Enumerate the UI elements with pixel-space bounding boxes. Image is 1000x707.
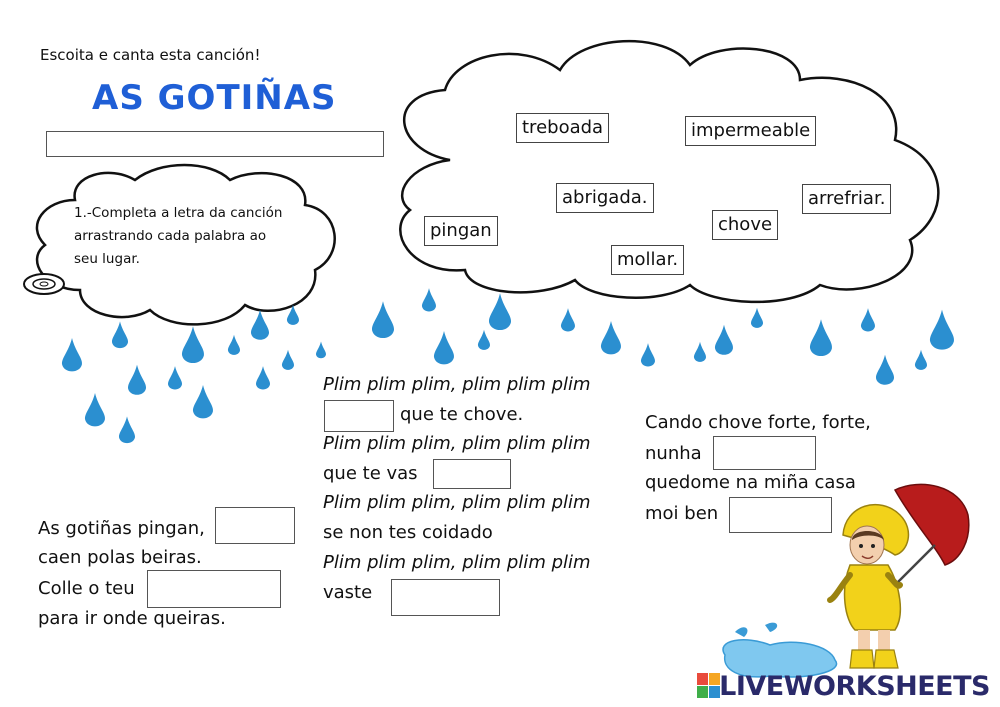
word-card-chove[interactable]: chove: [712, 210, 779, 240]
word-bank-cloud: [399, 39, 940, 304]
instruction-text: 1.-Completa a letra da canción arrastran…: [74, 205, 283, 267]
raindrop-icon: [250, 309, 270, 340]
raindrop-icon: [61, 338, 83, 372]
chorus-line: vaste: [323, 582, 373, 603]
page-title: AS GOTIÑAS: [92, 78, 337, 118]
liveworksheets-logo: LIVEWORKSHEETS: [719, 671, 990, 702]
chorus-line: que te vas: [323, 463, 418, 484]
raindrop-icon: [809, 319, 833, 357]
answer-drop-zone[interactable]: [713, 436, 816, 470]
word-card-pingan[interactable]: pingan: [424, 216, 498, 246]
chorus-refrain: Plim plim plim, plim plim plim: [323, 552, 591, 573]
verse-left-line: caen polas beiras.: [38, 547, 202, 568]
title-answer-field[interactable]: [46, 131, 384, 157]
chorus-line: se non tes coidado: [323, 522, 493, 543]
answer-drop-zone[interactable]: [433, 459, 511, 489]
chorus-line: que te chove.: [400, 404, 524, 425]
raindrop-icon: [255, 366, 271, 390]
word-card-mollar[interactable]: mollar.: [611, 245, 685, 275]
answer-drop-zone[interactable]: [147, 570, 281, 608]
raindrop-icon: [421, 288, 437, 312]
raindrop-icon: [714, 324, 734, 355]
raindrop-icon: [167, 366, 183, 390]
raindrop-icon: [111, 321, 129, 349]
raindrop-icon: [875, 354, 895, 385]
raindrop-icon: [914, 349, 928, 370]
verse-right-line: nunha: [645, 443, 702, 464]
raindrop-icon: [286, 304, 300, 325]
chorus-refrain: Plim plim plim, plim plim plim: [323, 492, 591, 513]
verse-left-line: As gotiñas pingan,: [38, 518, 205, 539]
word-card-abrigada[interactable]: abrigada.: [556, 183, 654, 213]
chorus-refrain: Plim plim plim, plim plim plim: [323, 374, 591, 395]
raindrop-icon: [181, 326, 205, 364]
answer-drop-zone[interactable]: [324, 400, 394, 432]
chorus-refrain: Plim plim plim, plim plim plim: [323, 433, 591, 454]
thought-bubble: [23, 273, 65, 295]
raindrop-icon: [192, 385, 214, 419]
puddle-icon: [722, 622, 838, 678]
raindrop-icon: [640, 343, 656, 367]
umbrella-icon: [893, 483, 970, 586]
verse-right-line: moi ben: [645, 503, 719, 524]
thought-bubble: [39, 281, 49, 287]
raindrop-icon: [118, 416, 136, 444]
raindrop-icon: [600, 321, 622, 355]
raindrop-icon: [488, 293, 512, 331]
raindrop-icon: [281, 349, 295, 370]
word-card-treboada[interactable]: treboada: [516, 113, 610, 143]
raindrop-icon: [433, 331, 455, 365]
word-card-impermeable[interactable]: impermeable: [685, 116, 817, 146]
girl-raincoat-illustration: [827, 483, 970, 669]
raindrop-icon: [929, 309, 955, 350]
raindrop-icon: [477, 329, 491, 350]
raindrop-icon: [127, 364, 147, 395]
verse-left-line: para ir onde queiras.: [38, 608, 226, 629]
answer-drop-zone[interactable]: [729, 497, 832, 533]
verse-left-line: Colle o teu: [38, 578, 135, 599]
raindrop-icon: [84, 393, 106, 427]
verse-right-line: quedome na miña casa: [645, 472, 856, 493]
raindrop-icon: [227, 334, 241, 355]
raindrop-icon: [750, 307, 764, 328]
answer-drop-zone[interactable]: [391, 579, 500, 616]
raindrops-group: [61, 288, 955, 444]
intro-text: Escoita e canta esta canción!: [40, 46, 261, 64]
word-card-arrefriar[interactable]: arrefriar.: [802, 184, 892, 214]
raindrop-icon: [371, 301, 395, 339]
raindrop-icon: [860, 308, 876, 332]
raindrop-icon: [315, 341, 327, 359]
thought-bubble: [32, 278, 56, 290]
raindrop-icon: [560, 308, 576, 332]
answer-drop-zone[interactable]: [215, 507, 295, 544]
verse-right-line: Cando chove forte, forte,: [645, 412, 871, 433]
raindrop-icon: [693, 341, 707, 362]
liveworksheets-logo-icon: [697, 673, 720, 698]
